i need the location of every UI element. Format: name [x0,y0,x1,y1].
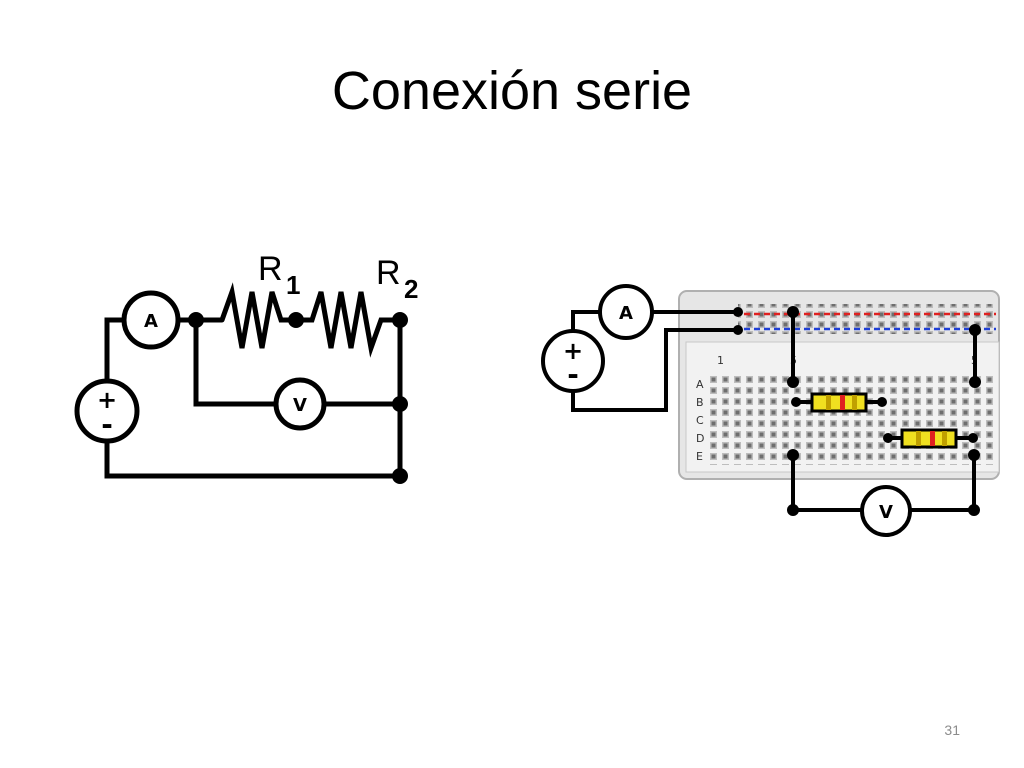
r1-label: R [258,250,283,288]
r2-label: R [376,254,401,292]
row-label-e: E [696,450,703,463]
slide-number: 31 [944,722,960,738]
row-label-a: A [696,378,704,391]
breadboard-resistor-1 [791,392,887,413]
breadboard-diagram: 1 5 5 A B C D E [541,284,1000,537]
breadboard-battery-minus: - [567,358,579,391]
breadboard-ammeter: A [598,284,654,340]
resistor-r2 [296,291,400,358]
slide-title: Conexión serie [331,61,693,121]
breadboard-nodes [733,306,981,516]
breadboard-voltmeter: V [860,485,912,537]
r1-subscript: 1 [286,270,300,300]
breadboard-ammeter-label: A [619,303,633,324]
battery-symbol: + - [74,378,140,444]
column-label-1: 1 [717,354,724,367]
battery-plus: + [97,386,117,414]
resistor-r1 [219,282,296,349]
breadboard-voltmeter-label: V [879,502,893,523]
ammeter-symbol: A [121,290,181,350]
breadboard-holes [709,375,997,465]
breadboard-battery-plus: + [563,337,583,365]
voltmeter-symbol: V [273,377,327,431]
r2-subscript: 2 [404,274,418,304]
breadboard-resistor-2 [883,428,978,449]
breadboard-battery: + - [541,329,605,393]
schematic-nodes [188,312,408,484]
series-schematic: R 1 R 2 A V + - [74,250,418,484]
power-rails [734,304,996,334]
row-label-b: B [696,396,704,409]
ammeter-label: A [144,311,158,332]
row-label-d: D [696,432,704,445]
voltmeter-label: V [293,395,307,416]
battery-minus: - [101,408,113,441]
breadboard-wires [571,310,977,512]
row-label-c: C [696,414,704,427]
